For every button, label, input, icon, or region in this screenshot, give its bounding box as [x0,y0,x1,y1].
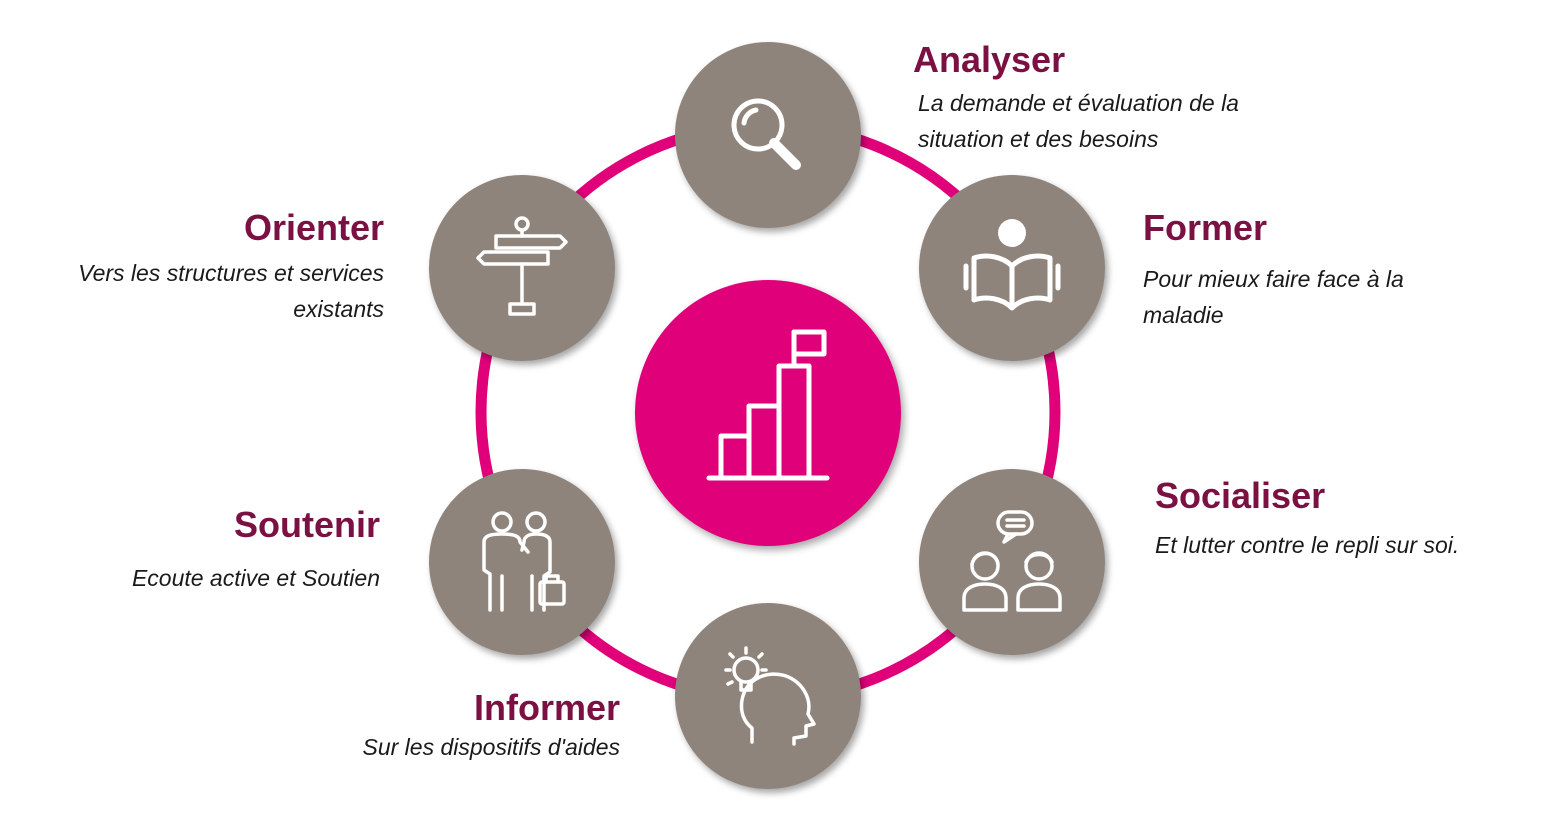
label-orienter: Orienter Vers les structures et services… [78,208,384,327]
step-title: Socialiser [1155,475,1326,516]
magnifier-icon [731,98,801,170]
label-socialiser: Socialiser Et lutter contre le repli sur… [1155,476,1459,563]
step-desc: Vers les structures et services existant… [78,260,384,322]
step-title: Former [1143,207,1268,248]
node-socialiser [919,469,1105,655]
step-title: Orienter [243,207,384,248]
label-soutenir: Soutenir Ecoute active et Soutien [132,505,380,596]
step-title: Analyser [913,39,1066,80]
bar-chart-flag-icon [706,329,830,481]
label-analyser: Analyser La demande et évaluation de la … [913,40,1239,157]
node-orienter [429,175,615,361]
label-informer: Informer Sur les dispositifs d'aides [362,688,620,765]
step-desc: Ecoute active et Soutien [131,565,380,591]
node-informer [675,603,861,789]
reader-book-icon [963,219,1061,311]
label-former: Former Pour mieux faire face à la maladi… [1143,208,1404,333]
node-former [919,175,1105,361]
step-desc: Sur les dispositifs d'aides [362,734,620,760]
node-analyser [675,42,861,228]
step-title: Informer [473,687,620,728]
node-soutenir [429,469,615,655]
step-desc: La demande et évaluation de la situation… [918,90,1239,152]
people-chat-icon [962,510,1062,612]
signpost-icon [476,216,568,316]
step-desc: Et lutter contre le repli sur soi. [1155,532,1460,558]
center-node [635,280,901,546]
step-desc: Pour mieux faire face à la maladie [1143,266,1404,328]
support-people-icon [482,511,566,612]
step-title: Soutenir [233,504,380,545]
head-lightbulb-icon [724,646,816,746]
